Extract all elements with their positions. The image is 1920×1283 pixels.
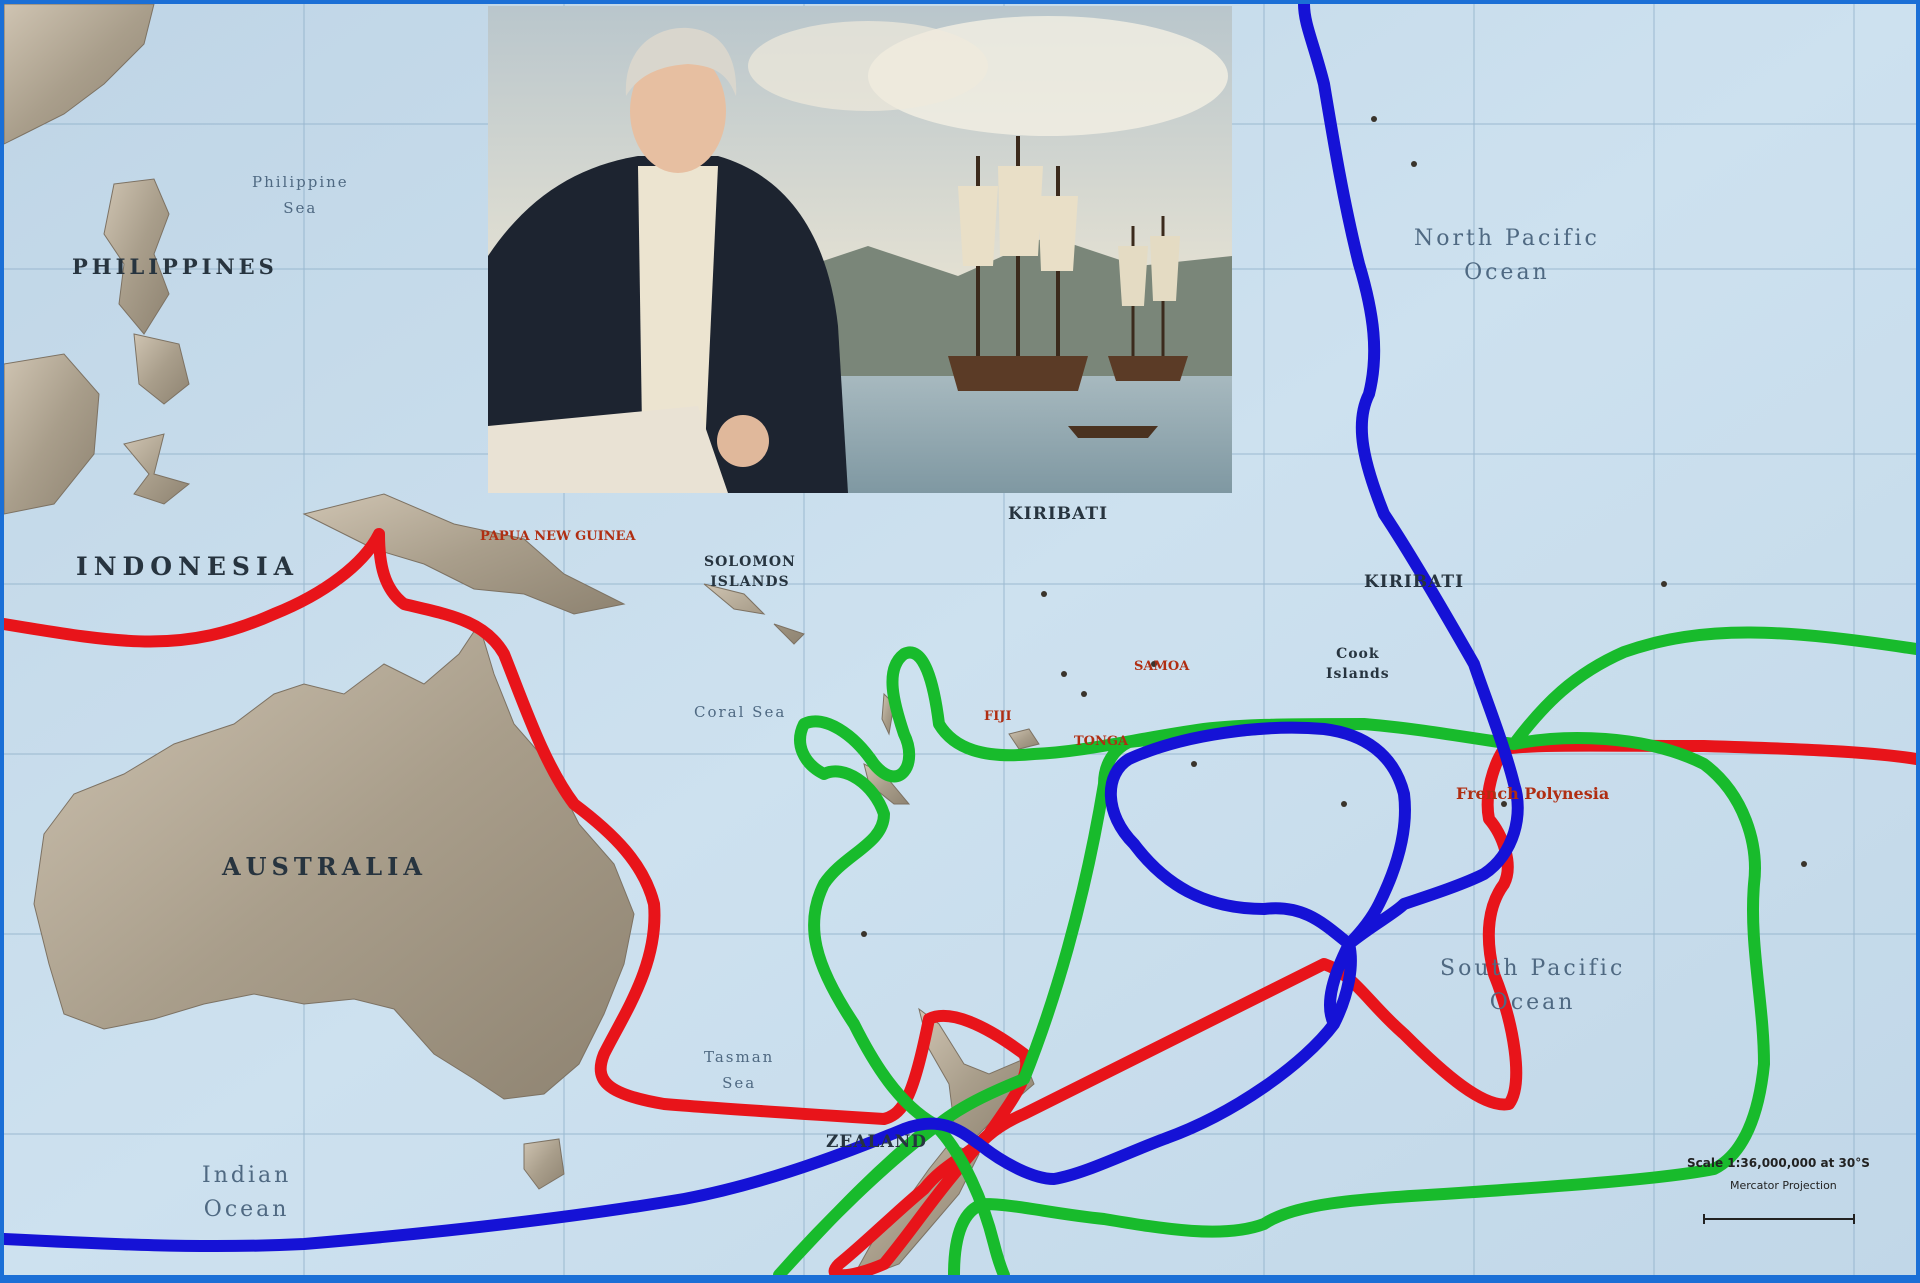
borneo [4,353,100,515]
ship-large [948,136,1088,391]
label-south-pacific: South Pacific Ocean [1440,952,1625,1020]
label-kiribati-west: KIRIBATI [1008,504,1109,524]
label-indian-ocean-line2: Ocean [203,1197,290,1222]
philippines-south [133,333,190,405]
label-cook-islands: Cook Islands [1326,644,1390,684]
label-philippine-sea-line1: Philippine [252,173,349,191]
label-tonga: TONGA [1074,734,1129,749]
label-north-pacific-line2: Ocean [1464,260,1550,285]
label-indonesia: INDONESIA [76,552,300,581]
label-tasman-line2: Sea [722,1074,757,1092]
label-philippine-sea: Philippine Sea [252,169,349,221]
ship-small [1108,216,1188,381]
label-australia: AUSTRALIA [222,852,428,881]
label-solomon-islands: SOLOMON ISLANDS [704,552,796,592]
portrait-inset [488,6,1232,493]
label-philippine-sea-line2: Sea [283,199,318,217]
label-kiribati-east: KIRIBATI [1364,572,1465,592]
fiji [1008,728,1040,750]
new-guinea [302,493,626,615]
asia-coast [4,4,155,145]
route-first-voyage [4,528,1916,1275]
label-north-pacific: North Pacific Ocean [1414,222,1600,290]
sulawesi [123,433,191,505]
label-south-pacific-line1: South Pacific [1440,956,1626,981]
label-papua-new-guinea: PAPUA NEW GUINEA [480,529,636,544]
tasmania [523,1138,565,1190]
projection-text: Mercator Projection [1730,1179,1837,1192]
label-philippines: PHILIPPINES [72,254,278,279]
label-cook-line2: Islands [1326,666,1390,682]
captain-figure [488,27,848,493]
label-tasman-line1: Tasman [704,1048,775,1066]
scale-bar [1703,1214,1855,1224]
label-solomon-line1: SOLOMON [704,554,796,570]
philippines-island [103,178,170,335]
label-fiji: FIJI [984,709,1012,724]
rowboat [1068,426,1158,438]
label-south-pacific-line2: Ocean [1489,990,1576,1015]
label-new-zealand: ZEALAND [826,1132,927,1152]
label-cook-line1: Cook [1336,646,1380,662]
solomon-islands [703,583,805,645]
australia [33,622,635,1100]
voyage-map: PHILIPPINES Philippine Sea INDONESIA PAP… [4,4,1916,1275]
label-coral-sea: Coral Sea [694,703,787,721]
label-solomon-line2: ISLANDS [710,574,790,590]
label-french-polynesia: French Polynesia [1456,784,1610,803]
label-indian-ocean: Indian Ocean [202,1159,291,1227]
route-third-voyage [4,4,1524,1253]
label-samoa: SAMOA [1134,659,1190,674]
label-tasman-sea: Tasman Sea [704,1044,774,1096]
island-markers [861,116,1807,937]
scale-text: Scale 1:36,000,000 at 30°S [1687,1156,1870,1170]
portrait-painting [488,6,1232,493]
label-north-pacific-line1: North Pacific [1414,226,1600,251]
label-indian-ocean-line1: Indian [202,1163,292,1188]
